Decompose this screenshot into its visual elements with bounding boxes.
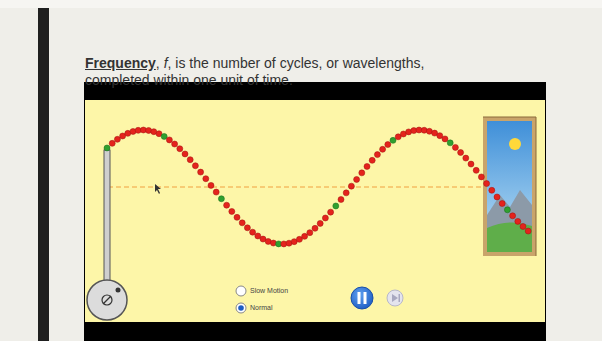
wave-beads xyxy=(104,127,531,247)
wave-bead xyxy=(489,187,495,193)
marker-bead xyxy=(504,207,510,213)
mountains xyxy=(487,190,532,252)
step-button xyxy=(387,290,403,306)
wave-bead xyxy=(177,146,183,152)
wave-bead xyxy=(473,167,479,173)
wheel-symbol xyxy=(102,295,112,305)
video-frame xyxy=(84,82,546,341)
pause-bar xyxy=(358,292,361,304)
wave-bead xyxy=(354,176,360,182)
wave-bead xyxy=(224,202,230,208)
wave-bead xyxy=(213,189,219,195)
wave-bead xyxy=(130,128,136,134)
pause-button xyxy=(351,287,373,309)
sun xyxy=(509,138,521,150)
wave-bead xyxy=(380,146,386,152)
wheel-pin xyxy=(116,288,121,293)
wave-bead xyxy=(369,157,375,163)
wave-bead xyxy=(187,157,193,163)
marker-bead xyxy=(447,140,453,146)
marker-bead xyxy=(161,133,167,139)
definition: Frequency,f, is the number of cycles, or… xyxy=(85,55,430,89)
wave-bead xyxy=(208,182,214,188)
wave-bead xyxy=(229,208,235,214)
wave-bead xyxy=(452,144,458,150)
wave-bead xyxy=(239,220,245,226)
wave-bead xyxy=(114,136,120,142)
wave-bead xyxy=(312,225,318,231)
window-sky xyxy=(487,121,532,252)
wave-bead xyxy=(348,183,354,189)
wave-bead xyxy=(182,151,188,157)
pause-bar xyxy=(364,292,367,304)
radio-button xyxy=(236,286,246,296)
wave-bead xyxy=(172,141,178,147)
wave-bead xyxy=(192,163,198,169)
wave-bead xyxy=(421,127,427,133)
marker-bead xyxy=(218,196,224,202)
wave-bead xyxy=(525,228,531,234)
marker-bead xyxy=(104,145,110,151)
wave-bead xyxy=(458,150,464,156)
driver-wheel xyxy=(87,280,127,320)
wave-bead xyxy=(166,137,172,143)
wave-bead xyxy=(385,142,391,148)
radio-label: Normal xyxy=(250,303,273,313)
driver-rod xyxy=(104,150,110,285)
wave-bead xyxy=(307,230,313,236)
wave-bead xyxy=(468,161,474,167)
equilibrium-line xyxy=(108,187,482,188)
wave-bead xyxy=(250,229,256,235)
marker-bead xyxy=(390,137,396,143)
wave-bead xyxy=(478,174,484,180)
radio-selected xyxy=(238,305,244,311)
wave-bead xyxy=(515,218,521,224)
window-edge xyxy=(483,117,536,256)
wave-bead xyxy=(302,233,308,239)
wave-bead xyxy=(328,209,334,215)
wave-bead xyxy=(255,233,261,239)
wave-bead xyxy=(463,155,469,161)
marker-bead xyxy=(333,203,339,209)
punctuation: , xyxy=(156,55,160,71)
wave-bead xyxy=(442,136,448,142)
wave-bead xyxy=(234,214,240,220)
hills xyxy=(487,222,532,252)
animation-ground xyxy=(85,100,545,322)
symbol: f xyxy=(164,55,168,71)
step-icon xyxy=(392,294,398,302)
window-picture xyxy=(483,117,536,256)
wheel-symbol-slash xyxy=(103,296,111,304)
wave-bead xyxy=(109,140,115,146)
wave-bead xyxy=(484,181,490,187)
wave-bead xyxy=(494,194,500,200)
radio-label: Slow Motion xyxy=(250,286,288,296)
wave-bead xyxy=(343,190,349,196)
wave-bead xyxy=(244,225,250,231)
wave-bead xyxy=(437,133,443,139)
wave-bead xyxy=(359,170,365,176)
wave-bead xyxy=(198,169,204,175)
cursor-arrow xyxy=(155,184,161,194)
wave-bead xyxy=(203,176,209,182)
step-icon-bar xyxy=(399,294,401,302)
wave-bead xyxy=(317,220,323,226)
wave-bead xyxy=(322,215,328,221)
top-strip xyxy=(0,0,602,8)
radio-button xyxy=(236,303,246,313)
term: Frequency xyxy=(85,55,156,71)
wave-bead xyxy=(510,213,516,219)
window-frame xyxy=(483,117,536,256)
side-bar xyxy=(38,8,49,341)
wave-bead xyxy=(338,197,344,203)
wave-bead xyxy=(374,152,380,158)
wave-bead xyxy=(520,223,526,229)
wave-bead xyxy=(499,201,505,207)
wave-bead xyxy=(364,163,370,169)
